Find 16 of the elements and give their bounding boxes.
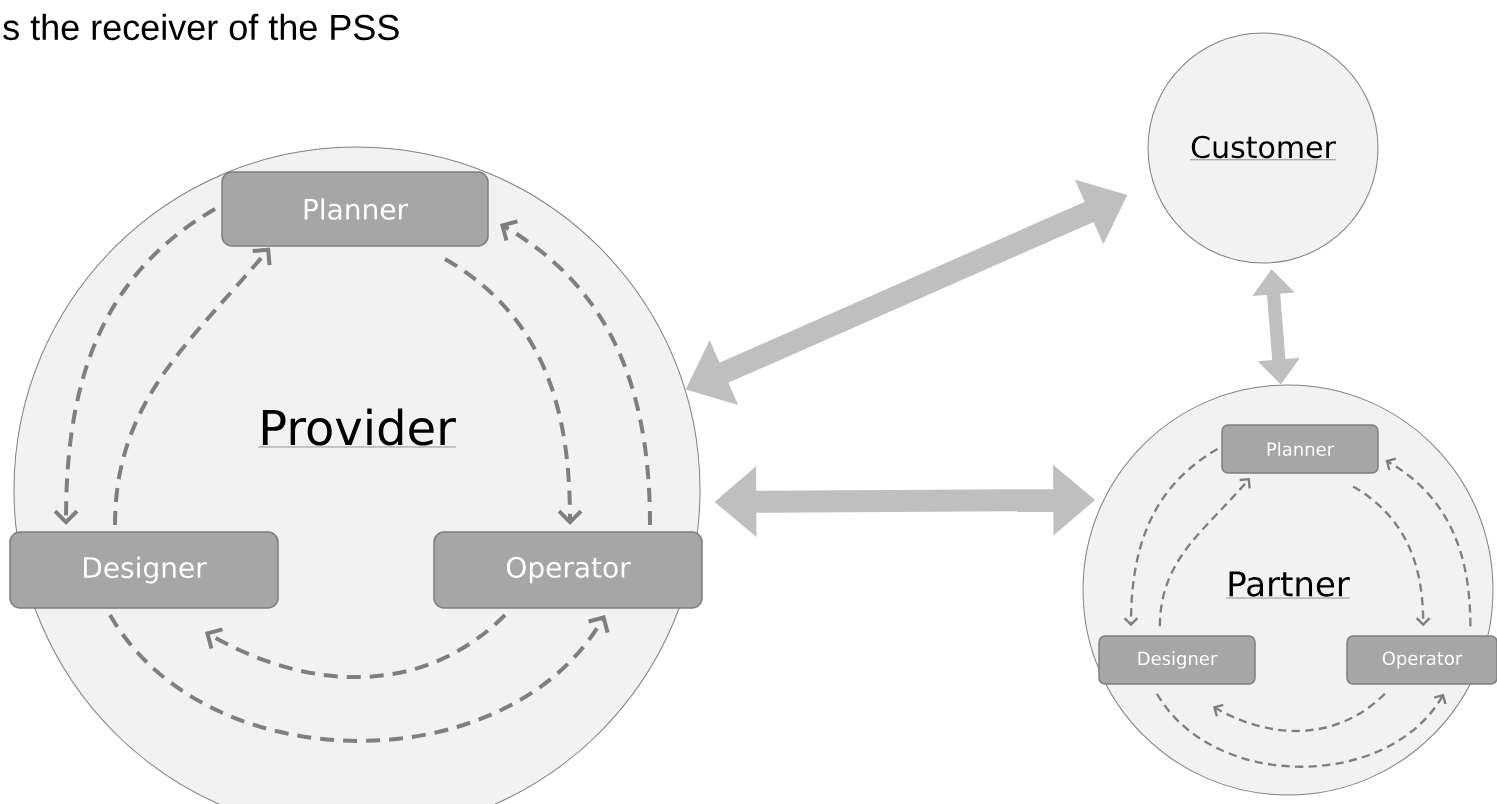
dashed-arrow	[53, 207, 217, 525]
dashed-arrow	[1352, 485, 1431, 627]
dashed-arrow	[500, 219, 652, 526]
role-box: Planner	[1221, 424, 1379, 474]
dashed-arrow	[1123, 448, 1219, 627]
role-box: Planner	[221, 171, 489, 247]
dashed-arrow	[1158, 477, 1251, 627]
dashed-arrow	[108, 613, 610, 743]
heading-text: s the receiver of the PSS	[3, 13, 399, 41]
dashed-arrow	[1385, 457, 1472, 627]
dashed-arrow	[113, 247, 272, 526]
dashed-arrow	[443, 257, 583, 525]
dashed-arrow	[1156, 693, 1447, 768]
dashed-arrow	[1213, 692, 1386, 732]
dashed-arrow	[205, 613, 507, 679]
circle-node: Customer	[1147, 32, 1379, 264]
